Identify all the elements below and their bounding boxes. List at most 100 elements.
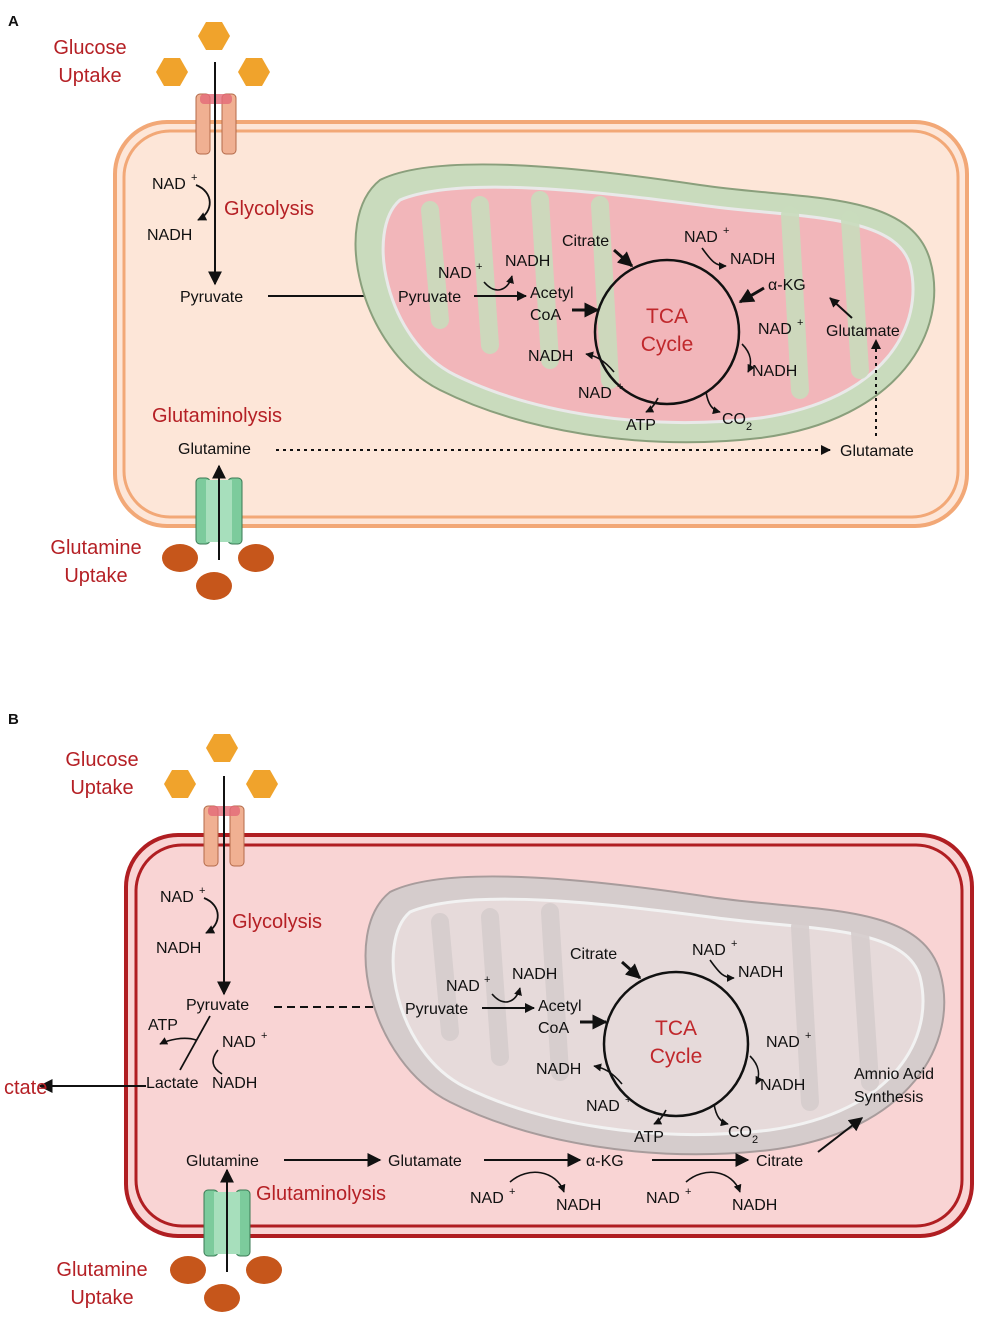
- atp-lactate-b: ATP: [148, 1017, 178, 1034]
- glucose-uptake-label-a: Glucose: [53, 37, 126, 59]
- mitochondrion-b: [364, 875, 946, 1156]
- mitochondrion-a: [354, 163, 936, 444]
- glutamate-b: Glutamate: [388, 1153, 462, 1170]
- nadh-idh-b: NADH: [732, 1197, 777, 1214]
- pyruvate-b: Pyruvate: [186, 997, 249, 1014]
- citrate-cyto-b: Citrate: [756, 1153, 803, 1170]
- nadh-tca2-a: NADH: [752, 363, 797, 380]
- nad-pdh-a: NAD: [438, 265, 472, 282]
- tca-label-a: TCA: [646, 305, 688, 328]
- glutamine-uptake-label-b-2: Uptake: [70, 1287, 133, 1309]
- panel-b-letter: B: [8, 711, 19, 728]
- glutamine-uptake-label-a-2: Uptake: [64, 565, 127, 587]
- amino-acid-label-b: Amnio Acid: [854, 1066, 934, 1083]
- nad-tca3-b: NAD: [586, 1098, 620, 1115]
- glucose-transporter-a: [195, 93, 237, 155]
- mito-pyruvate-b: Pyruvate: [405, 1001, 468, 1018]
- pyruvate-a: Pyruvate: [180, 289, 243, 306]
- glycolysis-label-a: Glycolysis: [224, 198, 314, 220]
- glutamine-molecule: [246, 1256, 282, 1284]
- glutamate-mito-a: Glutamate: [826, 323, 900, 340]
- svg-text:+: +: [797, 317, 803, 329]
- glucose-hexagon: [246, 770, 278, 798]
- glutamine-molecules-b: [170, 1256, 282, 1312]
- nadh-glycolysis-a: NADH: [147, 227, 192, 244]
- mito-pyruvate-a: Pyruvate: [398, 289, 461, 306]
- glutamine-molecule: [204, 1284, 240, 1312]
- svg-text:+: +: [191, 172, 197, 184]
- lactate-out-label-b: ctate: [4, 1077, 47, 1099]
- glucose-hexagon: [198, 22, 230, 50]
- glutamine-uptake-label-a: Glutamine: [50, 537, 141, 559]
- svg-text:+: +: [723, 225, 729, 237]
- glutamine-molecule: [170, 1256, 206, 1284]
- nad-pdh-b: NAD: [446, 978, 480, 995]
- nad-idh-b: NAD: [646, 1190, 680, 1207]
- nad-tca1-b: NAD: [692, 942, 726, 959]
- glutaminolysis-label-a: Glutaminolysis: [152, 405, 282, 427]
- svg-text:2: 2: [752, 1134, 758, 1146]
- glucose-hexagon: [206, 734, 238, 762]
- lactate-b: Lactate: [146, 1075, 199, 1092]
- svg-text:2: 2: [746, 421, 752, 433]
- nad-lactate-b: NAD: [222, 1034, 256, 1051]
- acetyl-b: Acetyl: [538, 998, 582, 1015]
- panel-a: A Glucose Uptake NAD + NADH Glycolysis P…: [8, 13, 969, 600]
- svg-text:+: +: [261, 1030, 267, 1042]
- cell-membrane-inner-a: [122, 129, 960, 519]
- glycolysis-label-b: Glycolysis: [232, 911, 322, 933]
- nadh-tca3-b: NADH: [536, 1061, 581, 1078]
- coa-a: CoA: [530, 307, 561, 324]
- nadh-pdh-b: NADH: [512, 966, 557, 983]
- co2-b: CO: [728, 1124, 752, 1141]
- glucose-hexagon: [238, 58, 270, 86]
- glucose-molecules-b: [164, 734, 278, 798]
- nadh-gdh-b: NADH: [556, 1197, 601, 1214]
- akg-b: α-KG: [586, 1153, 624, 1170]
- glucose-uptake-label-b-2: Uptake: [70, 777, 133, 799]
- svg-text:+: +: [199, 885, 205, 897]
- svg-text:+: +: [731, 938, 737, 950]
- nad-tca1-a: NAD: [684, 229, 718, 246]
- glucose-hexagon: [164, 770, 196, 798]
- glutamine-molecules-a: [162, 544, 274, 600]
- glucose-molecules-a: [156, 22, 270, 86]
- glutamate-cyto-a: Glutamate: [840, 443, 914, 460]
- nadh-tca1-b: NADH: [738, 964, 783, 981]
- glucose-transporter-b: [203, 805, 245, 867]
- nad-tca2-a: NAD: [758, 321, 792, 338]
- citrate-mito-b: Citrate: [570, 946, 617, 963]
- akg-a: α-KG: [768, 277, 806, 294]
- nad-tca3-a: NAD: [578, 385, 612, 402]
- nadh-tca2-b: NADH: [760, 1077, 805, 1094]
- glutamine-molecule: [162, 544, 198, 572]
- svg-text:+: +: [509, 1186, 515, 1198]
- glutamine-uptake-label-b: Glutamine: [56, 1259, 147, 1281]
- acetyl-a: Acetyl: [530, 285, 574, 302]
- glutamine-a: Glutamine: [178, 441, 251, 458]
- svg-text:+: +: [617, 381, 623, 393]
- cell-membrane-inner-b: [134, 843, 964, 1228]
- nadh-lactate-b: NADH: [212, 1075, 257, 1092]
- glucose-hexagon: [156, 58, 188, 86]
- nad-glycolysis-b: NAD: [160, 889, 194, 906]
- tca-label-b: TCA: [655, 1017, 697, 1040]
- tca-label-a-2: Cycle: [641, 333, 694, 356]
- co2-a: CO: [722, 411, 746, 428]
- citrate-a: Citrate: [562, 233, 609, 250]
- glucose-uptake-label-b: Glucose: [65, 749, 138, 771]
- atp-a: ATP: [626, 417, 656, 434]
- panel-b: B Glucose Uptake NAD + NADH Glycolysis P…: [4, 711, 974, 1312]
- amino-acid-label-b-2: Synthesis: [854, 1089, 923, 1106]
- glucose-uptake-label-a-2: Uptake: [58, 65, 121, 87]
- svg-text:+: +: [685, 1186, 691, 1198]
- svg-text:+: +: [805, 1030, 811, 1042]
- svg-text:+: +: [484, 974, 490, 986]
- coa-b: CoA: [538, 1020, 569, 1037]
- nadh-glycolysis-b: NADH: [156, 940, 201, 957]
- nad-glycolysis-a: NAD: [152, 176, 186, 193]
- panel-a-letter: A: [8, 13, 19, 30]
- tca-label-b-2: Cycle: [650, 1045, 703, 1068]
- nadh-tca1-a: NADH: [730, 251, 775, 268]
